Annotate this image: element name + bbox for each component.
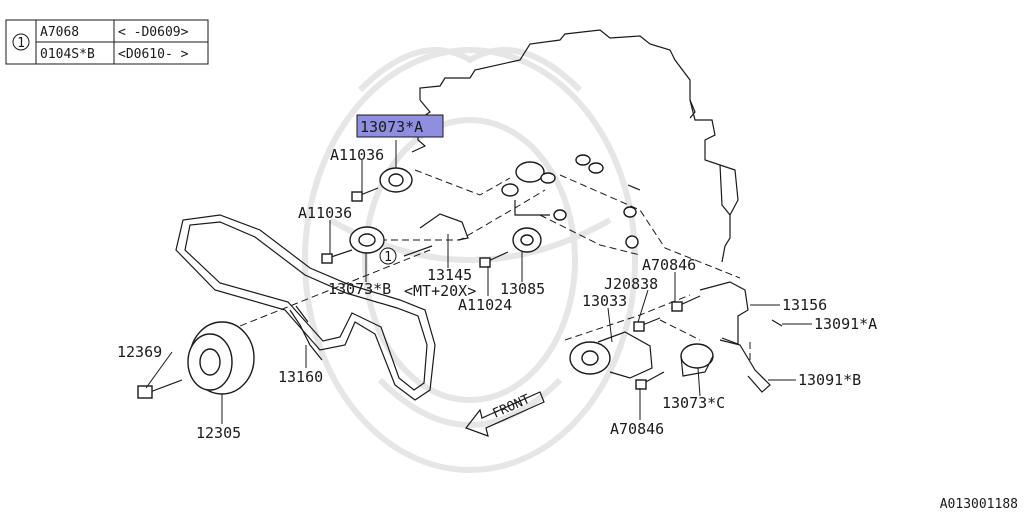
leader-lines <box>145 160 812 424</box>
bracket-13145 <box>419 213 469 241</box>
tensioner-bracket-cluster <box>501 154 641 249</box>
label-a70846-top[interactable]: A70846 <box>642 256 696 274</box>
tensioner-13033 <box>569 331 714 379</box>
label-a11036-mid[interactable]: A11036 <box>298 204 352 222</box>
highlight-box <box>356 114 444 138</box>
legend-range-1: < -D0609> <box>118 25 189 40</box>
label-j20838[interactable]: J20838 <box>604 275 658 293</box>
label-a70846-bot[interactable]: A70846 <box>610 420 664 438</box>
label-13085[interactable]: 13085 <box>500 280 545 298</box>
timing-belt-13160 <box>175 214 436 401</box>
label-mt-note: <MT+20X> <box>404 282 476 300</box>
label-13160[interactable]: 13160 <box>278 368 323 386</box>
label-13145[interactable]: 13145 <box>427 266 472 284</box>
label-a11036-top[interactable]: A11036 <box>330 146 384 164</box>
label-13073b[interactable]: 13073*B <box>328 280 391 298</box>
label-13156[interactable]: 13156 <box>782 296 827 314</box>
label-12369[interactable]: 12369 <box>117 343 162 361</box>
legend-range-2: <D0610- > <box>118 47 189 62</box>
legend-part-1: A7068 <box>40 25 79 40</box>
highlighted-part-13073a[interactable]: 13073*A <box>356 114 444 138</box>
watermark-emblem <box>302 47 638 473</box>
label-13091a[interactable]: 13091*A <box>814 315 877 333</box>
label-13033[interactable]: 13033 <box>582 292 627 310</box>
legend-table: 1 A7068 < -D0609> 0104S*B <D0610- > <box>5 19 209 65</box>
label-12305[interactable]: 12305 <box>196 424 241 442</box>
idler-pulley-13073a <box>379 140 413 193</box>
callout-1: 1 <box>379 247 397 265</box>
label-13091b[interactable]: 13091*B <box>798 371 861 389</box>
label-13073a[interactable]: 13073*A <box>360 118 423 136</box>
idler-pulley-13085 <box>512 227 542 253</box>
label-a11024[interactable]: A11024 <box>458 296 512 314</box>
crank-pulley-12305 <box>187 321 255 395</box>
label-13073c[interactable]: 13073*C <box>662 394 725 412</box>
callout-1-label: 1 <box>384 250 392 265</box>
brackets-13156-13091 <box>699 281 783 393</box>
idler-pulley-13073b <box>349 226 385 254</box>
diagram-code: A013001188 <box>940 497 1018 512</box>
legend-part-2: 0104S*B <box>40 47 95 62</box>
legend-marker: 1 <box>17 36 25 51</box>
part-labels: A11036 A11036 13073*B 13145 <MT+20X> A11… <box>117 146 877 442</box>
bolts <box>137 187 701 399</box>
